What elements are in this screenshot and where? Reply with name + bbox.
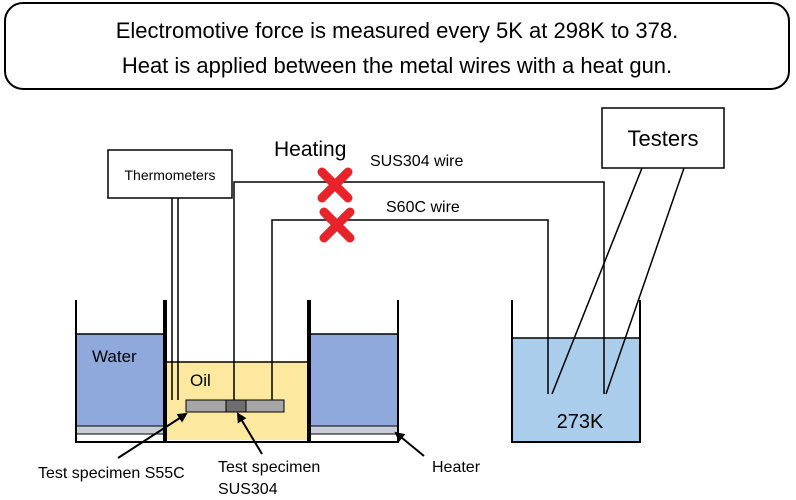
heater-label: Heater bbox=[432, 459, 481, 476]
left-tank-wall bbox=[75, 300, 165, 443]
x-cross-icon bbox=[319, 207, 355, 243]
oil-tank-wall bbox=[165, 300, 309, 443]
arrow-heater bbox=[394, 431, 425, 457]
thermometers-box bbox=[107, 149, 233, 199]
heating-label: Heating bbox=[274, 138, 346, 161]
arrow-specimen-s55c bbox=[117, 412, 188, 459]
oil-tank: Oil bbox=[165, 300, 309, 443]
cold-bath-wall bbox=[511, 300, 641, 443]
thermometers-label: Thermometers bbox=[124, 167, 215, 183]
testers: Testers bbox=[551, 107, 725, 395]
left-water bbox=[76, 334, 164, 426]
specimen-sus304-label-line1: Test specimen bbox=[218, 459, 320, 476]
s60c-wire bbox=[271, 219, 549, 402]
sus304-wire-label: SUS304 wire bbox=[370, 153, 463, 170]
test-specimen bbox=[185, 399, 285, 413]
right-tank-wall bbox=[309, 300, 399, 443]
specimen-s55c-left bbox=[185, 399, 227, 413]
left-heater-plate bbox=[75, 425, 165, 435]
tester-lead-2 bbox=[605, 167, 685, 395]
caption-frame bbox=[4, 2, 790, 90]
right-water-tank bbox=[309, 300, 399, 443]
caption-line-1: Electromotive force is measured every 5K… bbox=[116, 18, 679, 43]
specimen-sus304-label-line2: SUS304 bbox=[218, 481, 278, 498]
heat-mark-x-cross-icon-upper bbox=[317, 167, 353, 203]
left-water-tank: Water bbox=[75, 300, 165, 443]
caption-line-2: Heat is applied between the metal wires … bbox=[122, 53, 672, 78]
right-water bbox=[310, 334, 398, 426]
testers-box bbox=[601, 107, 725, 169]
heat-mark-x-cross-icon-lower bbox=[319, 207, 355, 243]
x-cross-icon bbox=[317, 167, 353, 203]
oil-label: Oil bbox=[190, 371, 211, 390]
s60c-wire-label: S60C wire bbox=[386, 199, 460, 216]
cold-bath-temp-label: 273K bbox=[557, 411, 604, 433]
tester-lead-1 bbox=[551, 167, 643, 395]
specimen-sus304-center bbox=[225, 399, 247, 413]
specimen-s55c-label: Test specimen S55C bbox=[38, 465, 185, 482]
water-label: Water bbox=[92, 347, 137, 366]
arrow-specimen-sus304 bbox=[236, 412, 263, 455]
caption-box: Electromotive force is measured every 5K… bbox=[4, 2, 790, 90]
testers-label: Testers bbox=[628, 126, 699, 151]
cold-bath: 273K bbox=[511, 300, 641, 443]
sus304-wire bbox=[233, 181, 605, 402]
thermometers: Thermometers bbox=[107, 149, 233, 400]
right-heater-plate bbox=[309, 425, 399, 435]
specimen-s55c-right bbox=[245, 399, 285, 413]
